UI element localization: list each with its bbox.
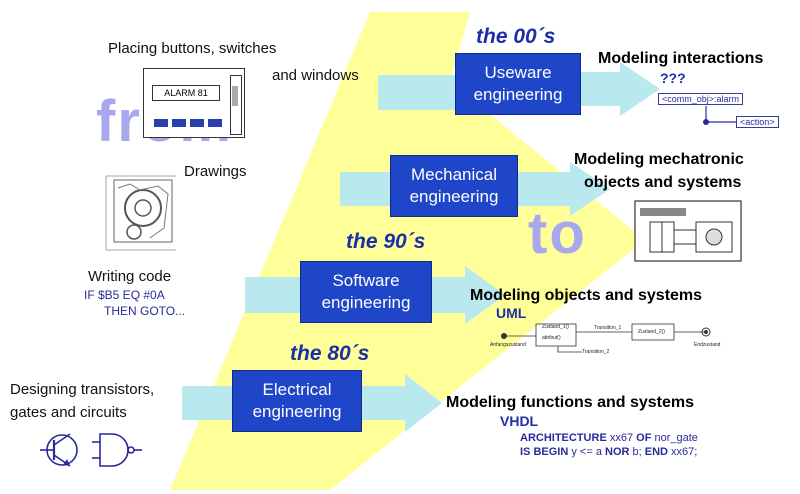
button-sketch-4	[208, 119, 222, 127]
electrical-line2: engineering	[252, 402, 342, 421]
vhdl-kw-is-begin: IS BEGIN	[520, 446, 569, 458]
era-label-80s: the 80´s	[290, 342, 370, 365]
mechanical-line1: Mechanical	[411, 165, 497, 184]
to-watermark: to	[528, 201, 587, 266]
electrical-engineering-box: Electrical engineering	[232, 370, 362, 432]
circuit-symbols	[40, 433, 142, 467]
scrollbar-sketch	[230, 75, 242, 135]
uml-diagram-lines	[501, 323, 711, 353]
placing-text-line2: and windows	[272, 67, 359, 84]
modeling-interactions-title: Modeling interactions	[598, 50, 764, 67]
question-marks: ???	[660, 70, 686, 86]
writing-code-text: Writing code	[88, 268, 172, 285]
arrow-useware-in	[378, 70, 455, 110]
useware-engineering-box: Useware engineering	[455, 53, 581, 115]
scrollbar-thumb	[232, 86, 238, 106]
vhdl-label: VHDL	[500, 413, 539, 429]
transistor-icon	[40, 433, 78, 467]
arrow-useware-out	[580, 62, 660, 116]
uml-transition1-label: Transition_1	[594, 325, 622, 331]
drawings-text: Drawings	[184, 163, 247, 180]
software-line2: engineering	[321, 293, 411, 312]
comm-obj-box: <comm_obj>:alarm	[658, 93, 744, 105]
vhdl-text-5: xx67;	[667, 446, 698, 458]
logic-gate-icon	[92, 433, 142, 467]
arrow-mechanical-in	[340, 172, 390, 206]
era-label-00s: the 00´s	[476, 25, 556, 48]
uml-transition2-label: Transition_2	[582, 349, 610, 355]
useware-line2: engineering	[473, 85, 563, 104]
mechatronic-schematic-icon	[634, 200, 742, 262]
uml-label: UML	[496, 305, 527, 321]
interaction-connector	[703, 106, 736, 125]
placing-text-line1: Placing buttons, switches	[108, 40, 277, 57]
electrical-line1: Electrical	[262, 380, 332, 399]
uml-state1-label: Zustand_1()	[542, 324, 569, 330]
action-box: <action>	[736, 116, 779, 128]
arrow-software-out	[430, 266, 505, 324]
modeling-mechatronic-title-line2: objects and systems	[584, 174, 742, 191]
code-line-1: IF $B5 EQ #0A	[84, 288, 165, 302]
uml-state2-label: Zustand_2()	[638, 329, 665, 335]
arrow-software-in	[245, 277, 300, 313]
button-sketch-1	[154, 119, 168, 127]
button-sketch-2	[172, 119, 186, 127]
vhdl-text-1: xx67	[606, 432, 637, 444]
uml-attr-label: attribut()	[542, 335, 561, 341]
vhdl-text-2: nor_gate	[651, 432, 698, 444]
mechanical-engineering-box: Mechanical engineering	[390, 155, 518, 217]
useware-line1: Useware	[484, 63, 552, 82]
modeling-functions-title: Modeling functions and systems	[446, 394, 695, 411]
uml-state-diagram: Zustand_1() attribut() Transition_1 Zust…	[482, 316, 732, 360]
vhdl-code-line-1: ARCHITECTURE xx67 OF nor_gate	[520, 432, 698, 444]
software-engineering-box: Software engineering	[300, 261, 432, 323]
code-line-2: THEN GOTO...	[104, 304, 186, 318]
vhdl-text-3: y <= a	[568, 446, 605, 458]
alarm-window-sketch: ALARM 81	[143, 68, 245, 138]
vhdl-kw-of: OF	[636, 432, 652, 444]
uml-end-label: Endzustand	[694, 342, 721, 348]
button-sketch-3	[190, 119, 204, 127]
designing-text-line1: Designing transistors,	[10, 381, 155, 398]
modeling-objects-title: Modeling objects and systems	[470, 287, 703, 304]
software-line1: Software	[332, 271, 400, 290]
arrow-mechanical-out	[515, 162, 610, 216]
era-label-90s: the 90´s	[346, 230, 426, 253]
arrow-electrical-out	[360, 374, 442, 432]
vhdl-kw-architecture: ARCHITECTURE	[520, 432, 607, 444]
mechanical-line2: engineering	[409, 187, 499, 206]
engine-drawing-icon	[105, 175, 176, 251]
vhdl-kw-end: END	[644, 446, 668, 458]
arrow-electrical-in	[182, 386, 232, 420]
vhdl-code-line-2: IS BEGIN y <= a NOR b; END xx67;	[520, 446, 697, 458]
alarm-label: ALARM 81	[152, 85, 220, 101]
modeling-mechatronic-title-line1: Modeling mechatronic	[574, 151, 744, 168]
designing-text-line2: gates and circuits	[10, 404, 127, 421]
uml-start-label: Anfangszustand	[490, 342, 526, 348]
vhdl-kw-nor: NOR	[605, 446, 630, 458]
vhdl-text-4: b;	[629, 446, 645, 458]
